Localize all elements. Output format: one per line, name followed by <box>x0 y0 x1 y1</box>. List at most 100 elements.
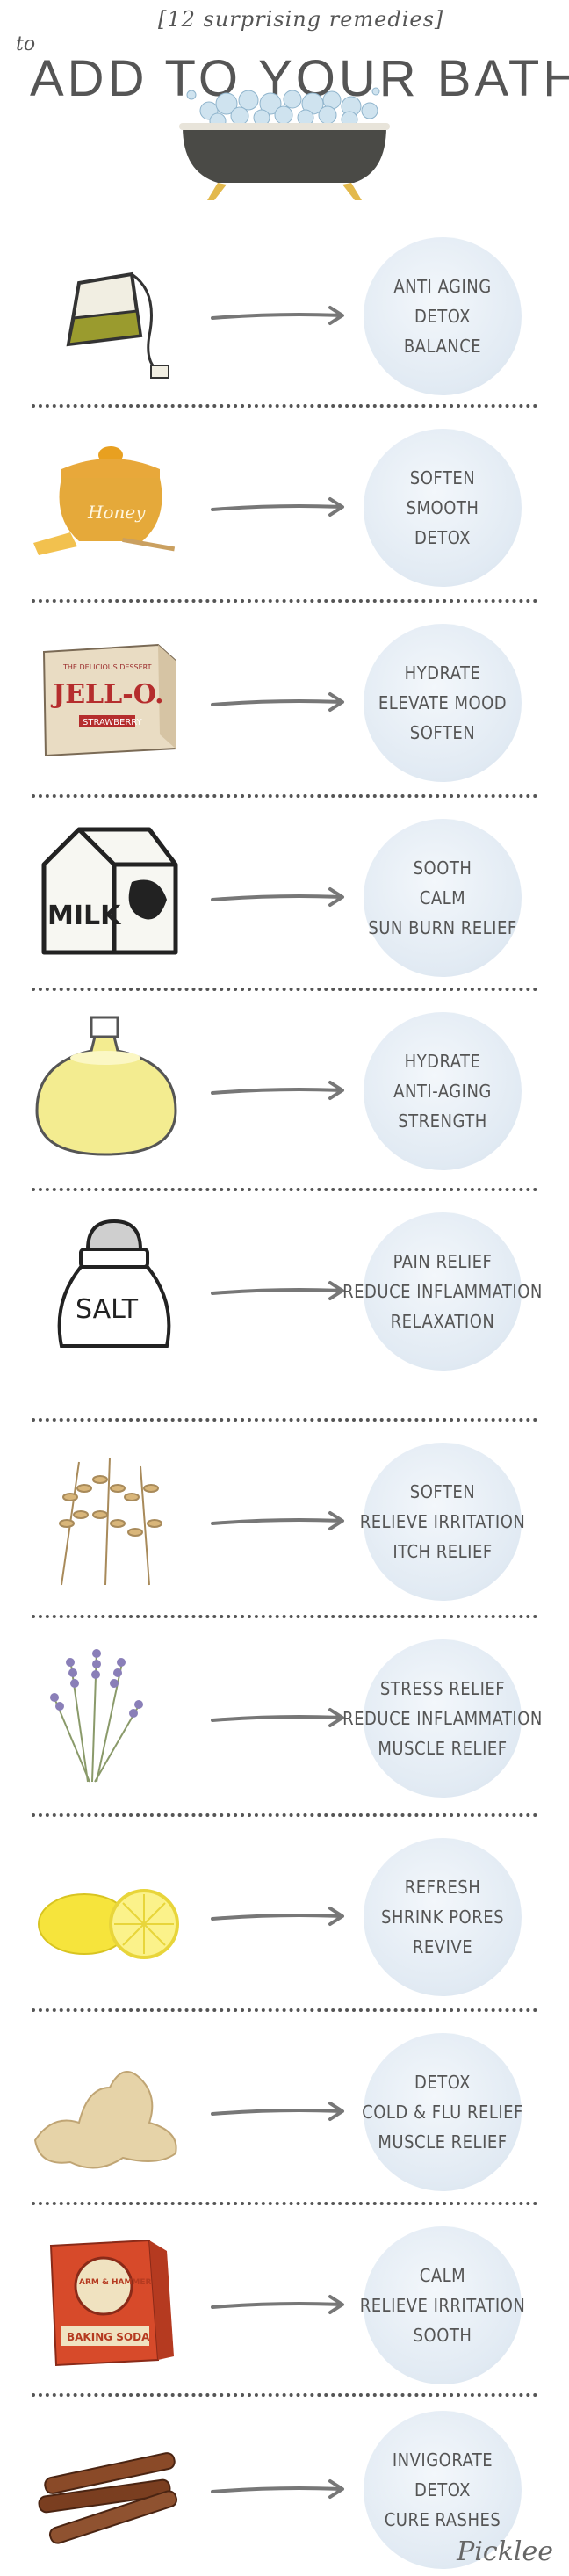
benefit-text: DETOX <box>414 306 471 327</box>
ginger-icon <box>33 2071 177 2169</box>
benefits-bubble: REFRESH SHRINK PORES REVIVE <box>364 1838 522 1996</box>
baking-soda-brand: ARM & HAMMER <box>79 2278 152 2287</box>
subtitle: [12 surprising remedies] <box>158 7 444 32</box>
benefit-text: MUSCLE RELIEF <box>378 2131 508 2153</box>
benefit-text: RELAXATION <box>390 1311 495 1332</box>
header: [12 surprising remedies] to ADD TO YOUR … <box>0 0 569 220</box>
salt-label: SALT <box>76 1294 139 1325</box>
remedy-row: ANTI AGING DETOX BALANCE <box>0 221 569 416</box>
remedy-row: HYDRATE ANTI-AGING STRENGTH <box>0 996 569 1191</box>
benefit-text: DETOX <box>414 2479 471 2500</box>
benefits-bubble: CALM RELIEVE IRRITATION SOOTH <box>360 2226 525 2384</box>
honey-label: Honey <box>87 502 146 523</box>
arrow-right-icon <box>211 692 344 712</box>
jello-flavor: STRAWBERRY <box>83 718 143 727</box>
milk-carton-icon: MILK <box>41 827 178 955</box>
benefit-text: PAIN RELIEF <box>393 1251 493 1272</box>
arrow-right-icon <box>211 497 344 517</box>
arrow-right-icon <box>211 1708 344 1727</box>
arrow-right-icon <box>211 2102 344 2121</box>
arrow-right-icon <box>211 887 344 907</box>
benefit-text: SOFTEN <box>409 1481 476 1502</box>
divider <box>32 2393 537 2397</box>
remedy-row: INVIGORATE DETOX CURE RASHES <box>0 2377 569 2572</box>
benefit-text: RELIEVE IRRITATION <box>359 1511 526 1532</box>
benefits-bubble: PAIN RELIEF REDUCE INFLAMMATION RELAXATI… <box>342 1212 542 1371</box>
benefits-bubble: SOFTEN RELIEVE IRRITATION ITCH RELIEF <box>360 1443 525 1601</box>
arrow-right-icon <box>211 1907 344 1926</box>
benefit-text: SOFTEN <box>409 467 476 488</box>
benefit-text: HYDRATE <box>404 1051 481 1072</box>
benefit-text: ANTI AGING <box>393 276 492 297</box>
benefit-text: DETOX <box>414 527 471 548</box>
milk-label: MILK <box>47 901 122 931</box>
arrow-right-icon <box>211 1081 344 1100</box>
benefits-bubble: HYDRATE ANTI-AGING STRENGTH <box>364 1012 522 1170</box>
signature: Picklee <box>457 2536 553 2567</box>
arrow-right-icon <box>211 2479 344 2499</box>
divider <box>32 1188 537 1191</box>
benefit-text: COLD & FLU RELIEF <box>362 2102 523 2123</box>
benefit-text: RELIEVE IRRITATION <box>359 2295 526 2316</box>
oil-bottle-icon <box>35 1016 177 1156</box>
benefit-text: ANTI-AGING <box>393 1081 492 1102</box>
benefits-bubble: STRESS RELIEF REDUCE INFLAMMATION MUSCLE… <box>342 1639 542 1798</box>
benefit-text: REDUCE INFLAMMATION <box>342 1281 543 1302</box>
remedy-row: DETOX COLD & FLU RELIEF MUSCLE RELIEF <box>0 2017 569 2212</box>
benefits-bubble: HYDRATE ELEVATE MOOD SOFTEN <box>364 624 522 782</box>
benefit-text: REDUCE INFLAMMATION <box>342 1708 543 1729</box>
jello-brand: JELL-O. <box>50 679 164 710</box>
benefit-text: STRESS RELIEF <box>379 1678 506 1699</box>
benefit-text: SUN BURN RELIEF <box>368 917 517 938</box>
remedy-row: REFRESH SHRINK PORES REVIVE <box>0 1822 569 2017</box>
title-prefix: to <box>16 33 36 55</box>
benefit-text: BALANCE <box>403 336 482 357</box>
cinnamon-icon <box>38 2452 178 2544</box>
bathtub-icon <box>179 87 390 200</box>
oats-icon <box>59 1457 162 1586</box>
benefit-text: CALM <box>419 887 466 908</box>
divider <box>32 599 537 603</box>
arrow-right-icon <box>211 1511 344 1530</box>
tea-bag-icon <box>66 271 169 379</box>
divider <box>32 2202 537 2205</box>
benefits-bubble: INVIGORATE DETOX CURE RASHES <box>364 2411 522 2569</box>
remedy-row: Honey SOFTEN SMOOTH DETOX <box>0 413 569 608</box>
benefits-bubble: ANTI AGING DETOX BALANCE <box>364 237 522 395</box>
remedy-row: STRESS RELIEF REDUCE INFLAMMATION MUSCLE… <box>0 1624 569 1819</box>
honey-pot-icon: Honey <box>33 446 176 555</box>
arrow-right-icon <box>211 306 344 325</box>
divider <box>32 1418 537 1422</box>
benefit-text: REVIVE <box>412 1936 473 1957</box>
benefits-bubble: SOOTH CALM SUN BURN RELIEF <box>364 819 522 977</box>
remedy-row: SOFTEN RELIEVE IRRITATION ITCH RELIEF <box>0 1427 569 1622</box>
salt-shaker-icon: SALT <box>57 1219 171 1348</box>
remedy-row: ARM & HAMMER BAKING SODA CALM RELIEVE IR… <box>0 2211 569 2406</box>
remedy-row: THE DELICIOUS DESSERT JELL-O. STRAWBERRY… <box>0 608 569 803</box>
benefit-text: MUSCLE RELIEF <box>378 1738 508 1759</box>
benefit-text: SMOOTH <box>406 497 479 518</box>
benefit-text: ELEVATE MOOD <box>378 692 508 713</box>
baking-soda-icon: ARM & HAMMER BAKING SODA <box>49 2239 174 2367</box>
divider <box>32 794 537 798</box>
divider <box>32 1813 537 1817</box>
benefit-text: CALM <box>419 2265 466 2286</box>
divider <box>32 1615 537 1618</box>
arrow-right-icon <box>211 1281 344 1300</box>
jello-box-icon: THE DELICIOUS DESSERT JELL-O. STRAWBERRY <box>42 643 176 757</box>
lavender-icon <box>50 1649 143 1783</box>
jello-tagline: THE DELICIOUS DESSERT <box>62 663 152 671</box>
benefit-text: INVIGORATE <box>392 2449 493 2471</box>
benefit-text: SHRINK PORES <box>380 1907 505 1928</box>
benefit-text: ITCH RELIEF <box>393 1541 493 1562</box>
benefit-text: STRENGTH <box>398 1111 487 1132</box>
remedy-row: MILK SOOTH CALM SUN BURN RELIEF <box>0 803 569 998</box>
benefit-text: DETOX <box>414 2072 471 2093</box>
lemon-icon <box>38 1889 179 1959</box>
benefit-text: SOFTEN <box>409 722 476 743</box>
benefits-bubble: DETOX COLD & FLU RELIEF MUSCLE RELIEF <box>362 2033 523 2191</box>
benefit-text: REFRESH <box>404 1877 481 1898</box>
baking-soda-product: BAKING SODA <box>67 2331 150 2343</box>
divider <box>32 404 537 408</box>
benefit-text: HYDRATE <box>404 662 481 684</box>
